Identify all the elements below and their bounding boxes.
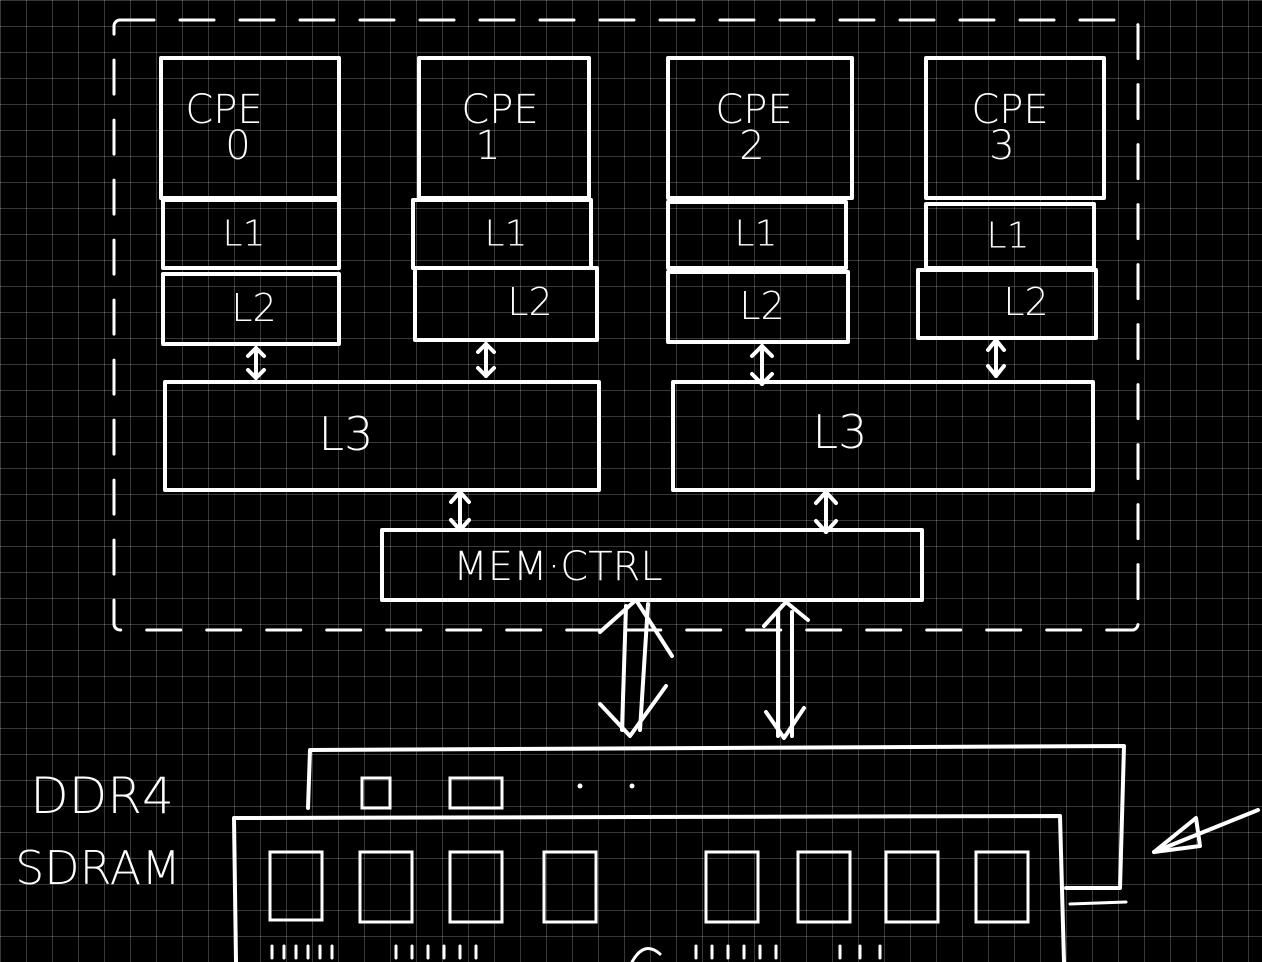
module-pins bbox=[270, 944, 882, 960]
l3-cache-right: L3 bbox=[671, 380, 1095, 492]
bidirectional-arrow bbox=[449, 490, 471, 532]
cpe-box bbox=[924, 56, 1106, 200]
cpe-label: CPE bbox=[461, 87, 538, 133]
dram-module-back bbox=[306, 744, 1126, 890]
cpe-index: 1 bbox=[475, 123, 500, 169]
l2-cache bbox=[916, 268, 1098, 340]
l3-label: L3 bbox=[813, 405, 868, 459]
cpe-box bbox=[666, 56, 854, 200]
dram-chip bbox=[448, 850, 504, 924]
l2-label: L2 bbox=[1003, 280, 1048, 324]
dram-chip bbox=[268, 850, 324, 922]
dram-chip bbox=[974, 850, 1030, 924]
dram-chip bbox=[796, 850, 852, 924]
pointer-arrow bbox=[1152, 808, 1260, 854]
mem-ctrl-label: MEM·CTRL bbox=[453, 544, 662, 590]
dram-chip bbox=[704, 850, 760, 924]
cpe-index: 3 bbox=[989, 123, 1014, 169]
cpe-index: 2 bbox=[739, 123, 764, 169]
cpe-label: CPE bbox=[971, 87, 1048, 133]
l3-cache-left: L3 bbox=[163, 380, 601, 492]
bidirectional-arrow bbox=[476, 342, 496, 378]
memory-bus-arrow-wide bbox=[598, 598, 674, 738]
l1-label: L1 bbox=[735, 214, 778, 255]
l3-label: L3 bbox=[319, 407, 374, 461]
l1-cache bbox=[161, 198, 341, 270]
memory-bus-arrow-narrow bbox=[762, 600, 810, 740]
l2-cache bbox=[666, 270, 850, 344]
mem-ctrl-box bbox=[380, 528, 924, 602]
core-3: CPE 3 L1 L2 bbox=[916, 56, 1106, 340]
dram-chip bbox=[542, 850, 598, 924]
module-notch bbox=[630, 947, 662, 962]
l2-cache bbox=[161, 272, 341, 346]
core-0: CPE 0 L1 L2 bbox=[159, 56, 341, 346]
l2-cache bbox=[413, 266, 599, 342]
dram-label-line2: SDRAM bbox=[15, 841, 181, 895]
l1-label: L1 bbox=[987, 216, 1030, 257]
dram-chip bbox=[358, 850, 414, 924]
l1-label: L1 bbox=[223, 214, 266, 255]
bidirectional-arrow bbox=[750, 344, 774, 386]
l2-label: L2 bbox=[507, 280, 552, 324]
dram-label-line1: DDR4 bbox=[30, 767, 174, 825]
bidirectional-arrow bbox=[814, 490, 838, 534]
core-1: CPE 1 L1 L2 bbox=[411, 56, 599, 342]
bidirectional-arrow bbox=[986, 338, 1006, 378]
cpe-label: CPE bbox=[185, 87, 262, 133]
dram-module-front bbox=[232, 814, 1128, 962]
memory-controller: MEM·CTRL bbox=[380, 528, 924, 602]
l3-box bbox=[671, 380, 1095, 492]
cpe-index: 0 bbox=[225, 123, 250, 169]
bidirectional-arrow bbox=[246, 346, 266, 380]
l1-cache bbox=[666, 200, 848, 270]
l2-l3-arrows bbox=[246, 338, 1006, 386]
l3-box bbox=[163, 380, 601, 492]
dram-chip bbox=[884, 850, 940, 924]
core-2: CPE 2 L1 L2 bbox=[666, 56, 854, 344]
l2-label: L2 bbox=[231, 286, 276, 330]
dram-chip bbox=[360, 776, 392, 810]
l1-label: L1 bbox=[485, 214, 528, 255]
cpe-label: CPE bbox=[715, 87, 792, 133]
l2-label: L2 bbox=[739, 284, 784, 328]
dram-chip bbox=[448, 776, 504, 810]
